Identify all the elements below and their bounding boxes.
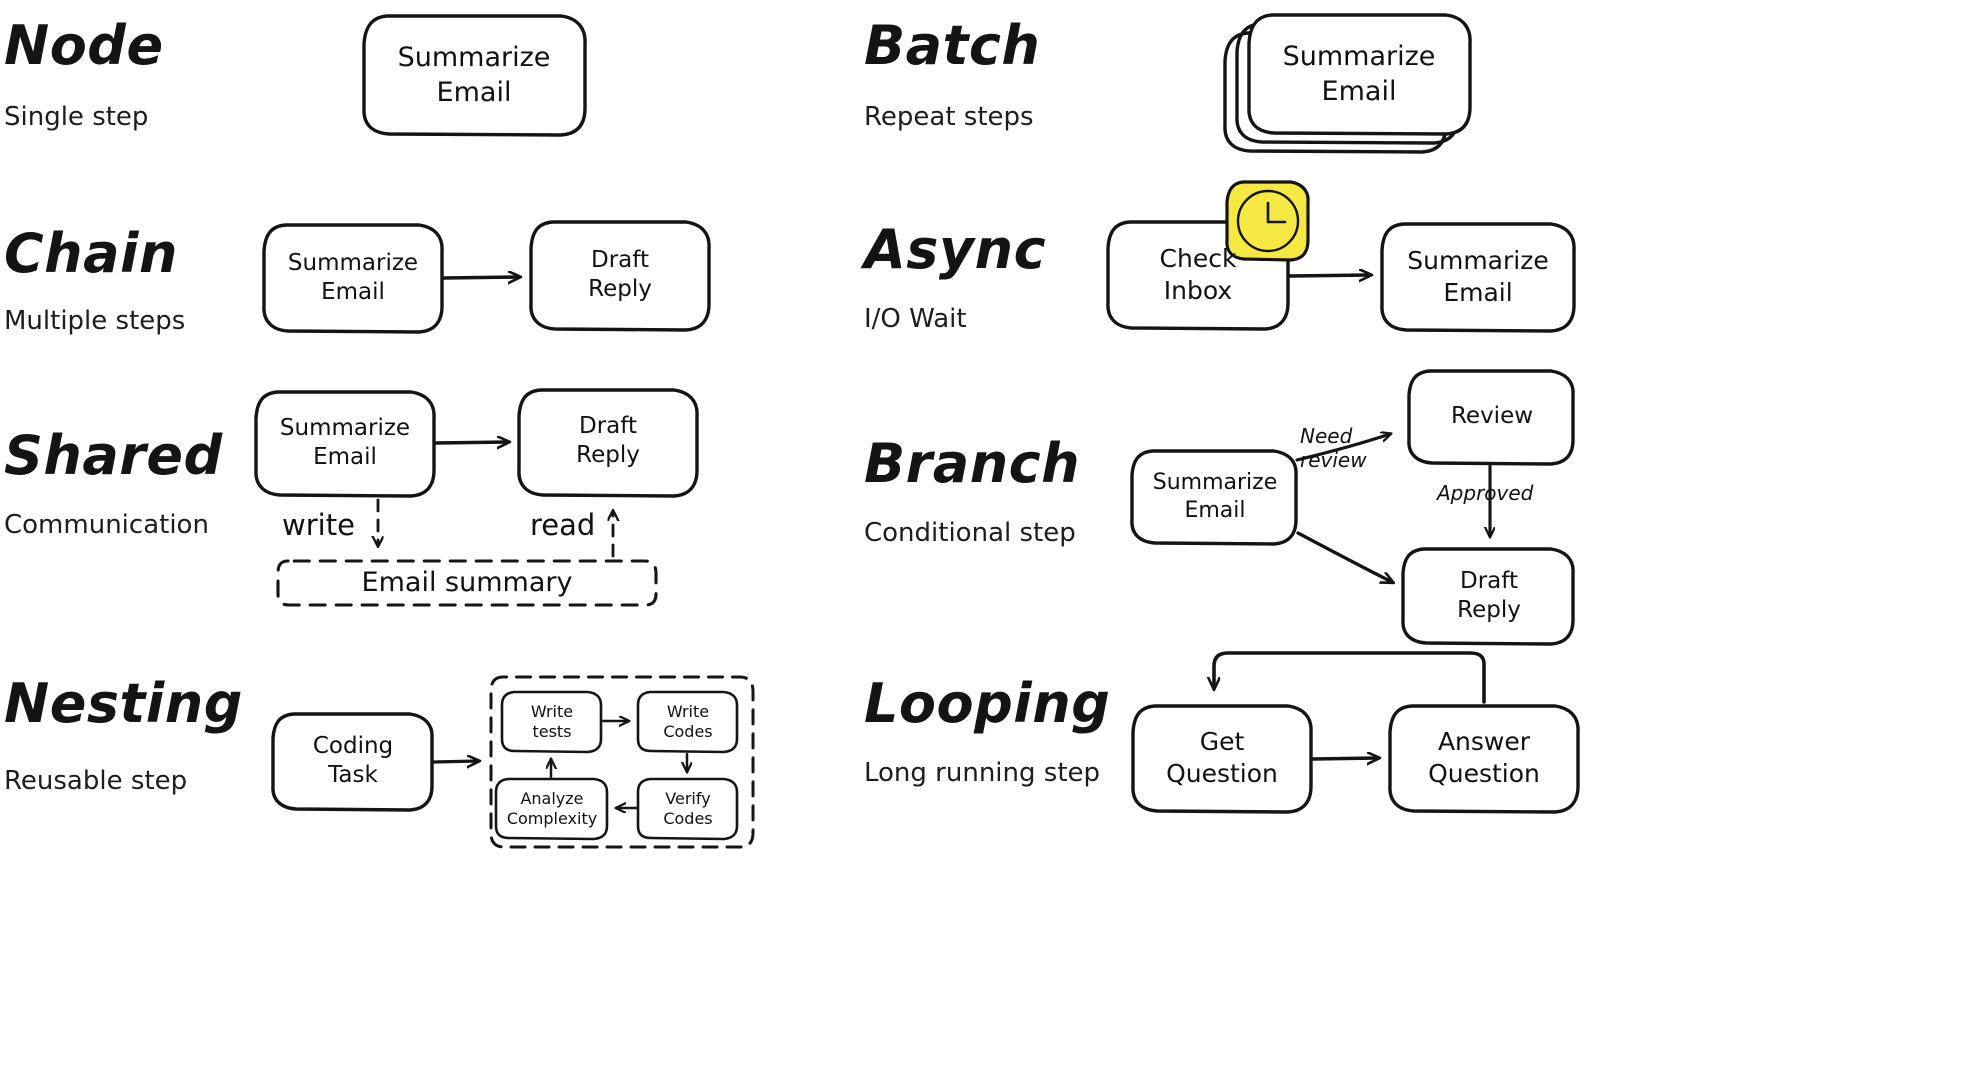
looping-answer-question-card[interactable]: [1388, 704, 1580, 814]
chain-label-draft: Draft Reply: [588, 246, 652, 302]
branch-edge-label-need-review: Need review: [1300, 424, 1367, 472]
section-title-async: Async: [864, 218, 1047, 281]
section-title-looping: Looping: [864, 672, 1111, 735]
nesting-subflow-group[interactable]: [489, 675, 755, 849]
nesting-label-verify-codes: Verify Codes: [663, 788, 713, 828]
section-subtitle-nesting: Reusable step: [4, 766, 188, 796]
branch-edge-need-review: [1295, 434, 1390, 462]
nesting-analyze-card[interactable]: [494, 777, 609, 841]
shared-edge-label-write: write: [282, 508, 355, 542]
node-summarize-card[interactable]: [362, 14, 587, 137]
section-subtitle-shared: Communication: [4, 510, 209, 540]
branch-label-draft: Draft Reply: [1457, 567, 1521, 623]
async-label-summarize: Summarize Email: [1407, 246, 1549, 307]
chain-edge-summarize-draft: [442, 277, 519, 278]
section-subtitle-node: Single step: [4, 102, 149, 132]
shared-summarize-card[interactable]: [254, 390, 436, 498]
looping-get-question-card[interactable]: [1131, 704, 1313, 814]
section-title-node: Node: [4, 14, 164, 77]
looping-edge-get-answer: [1311, 758, 1378, 759]
branch-draft-card[interactable]: [1401, 547, 1575, 646]
branch-edge-label-approved: Approved: [1437, 481, 1534, 505]
chain-label-summarize: Summarize Email: [287, 249, 419, 305]
batch-label-summarize: Summarize Email: [1282, 41, 1436, 107]
shared-draft-card[interactable]: [517, 388, 699, 498]
nesting-coding-card[interactable]: [271, 712, 434, 812]
branch-summarize-card[interactable]: [1130, 449, 1298, 546]
nesting-verify-codes-card[interactable]: [636, 777, 739, 841]
branch-label-review: Review: [1450, 403, 1534, 430]
section-subtitle-chain: Multiple steps: [4, 306, 186, 336]
chain-draft-card[interactable]: [529, 220, 711, 332]
nesting-label-write-tests: Write tests: [530, 701, 574, 741]
section-subtitle-looping: Long running step: [864, 758, 1101, 788]
branch-edge-summarize-draft: [1296, 531, 1392, 582]
section-title-chain: Chain: [4, 222, 178, 285]
clock-icon: [1225, 180, 1310, 262]
section-subtitle-batch: Repeat steps: [864, 102, 1034, 132]
branch-label-summarize: Summarize Email: [1152, 469, 1278, 523]
nesting-edge-coding-subflow: [432, 761, 478, 762]
shared-edge-label-read: read: [530, 508, 596, 542]
section-subtitle-branch: Conditional step: [864, 518, 1076, 548]
async-label-check: Check Inbox: [1159, 244, 1237, 305]
shared-label-email-summary: Email summary: [361, 566, 573, 598]
looping-label-get-question: Get Question: [1166, 727, 1278, 788]
branch-review-card[interactable]: [1407, 369, 1575, 466]
node-label-summarize: Summarize Email: [397, 42, 551, 108]
section-title-batch: Batch: [864, 14, 1041, 77]
nesting-write-codes-card[interactable]: [636, 690, 739, 754]
looping-edge-loop-back: [1214, 651, 1486, 704]
section-subtitle-async: I/O Wait: [864, 304, 967, 334]
shared-store-dashed-box[interactable]: [276, 559, 658, 607]
async-summarize-card[interactable]: [1380, 222, 1576, 333]
section-title-nesting: Nesting: [4, 672, 243, 735]
looping-label-answer-question: Answer Question: [1428, 727, 1540, 788]
batch-card-front[interactable]: [1247, 13, 1472, 136]
async-edge-check-summarize: [1288, 275, 1370, 276]
section-title-branch: Branch: [864, 432, 1081, 495]
shared-label-draft: Draft Reply: [576, 412, 640, 468]
nesting-label-write-codes: Write Codes: [663, 701, 713, 741]
nesting-write-tests-card[interactable]: [500, 690, 603, 754]
nesting-label-analyze-complexity: Analyze Complexity: [506, 788, 598, 828]
chain-summarize-card[interactable]: [262, 223, 444, 334]
shared-label-summarize: Summarize Email: [279, 414, 411, 470]
nesting-label-coding-task: Coding Task: [312, 732, 394, 788]
section-title-shared: Shared: [4, 424, 223, 487]
shared-edge-summarize-draft: [434, 442, 508, 443]
